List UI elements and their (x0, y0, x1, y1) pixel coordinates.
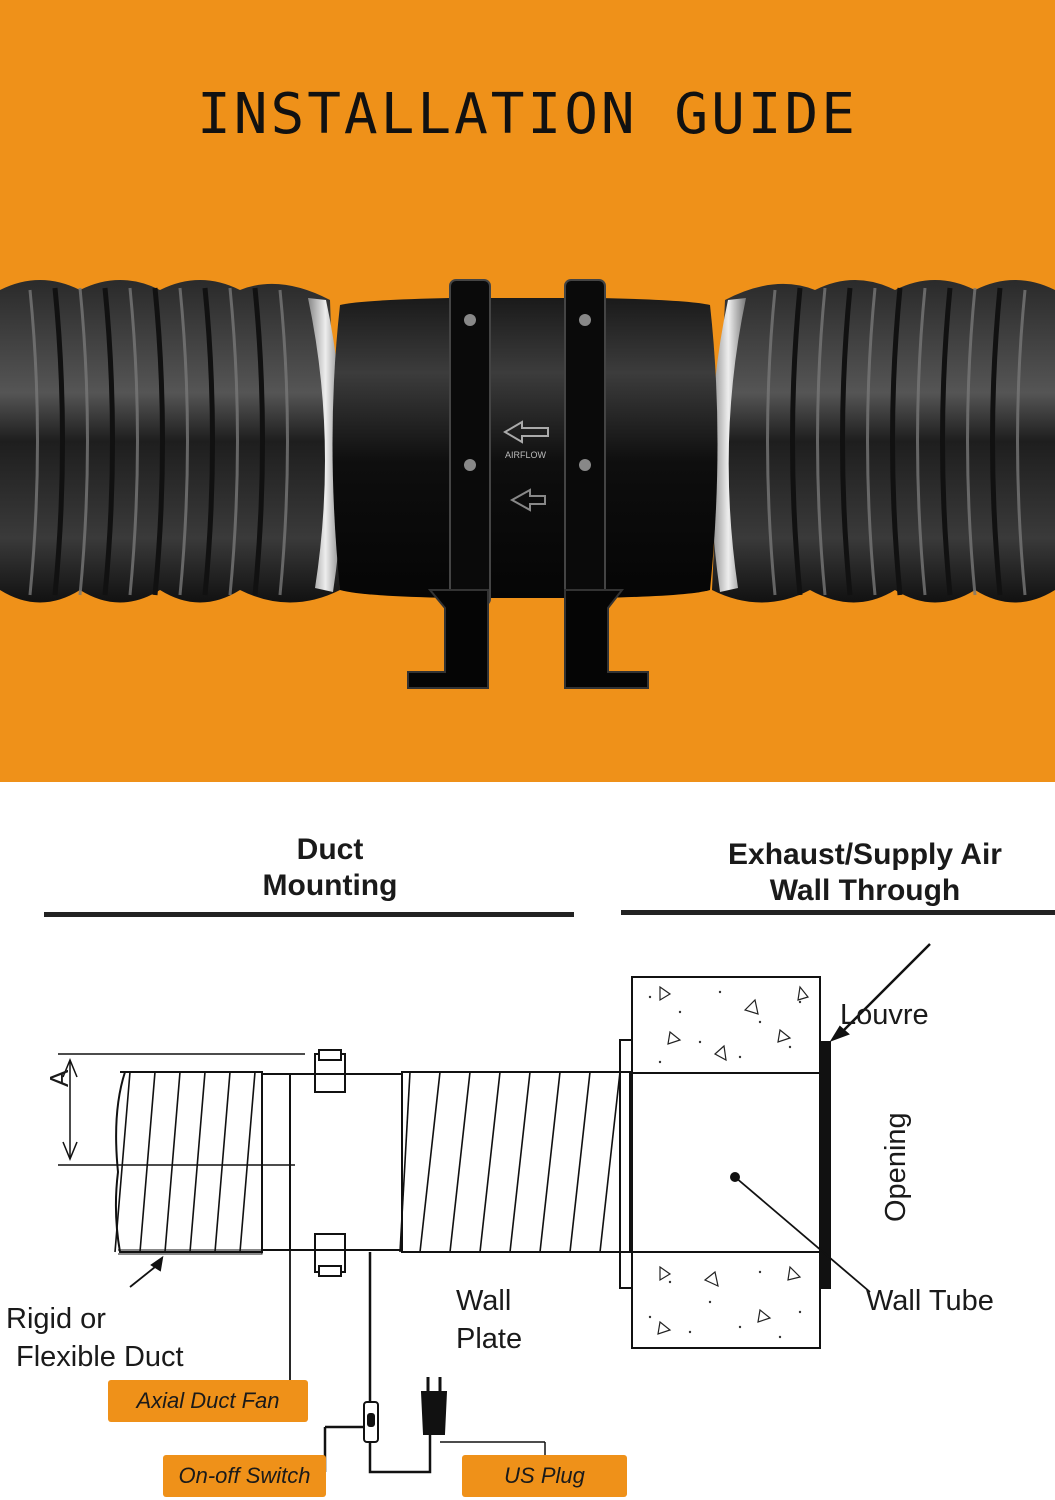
page-title: INSTALLATION GUIDE (197, 82, 858, 147)
left-duct-schematic (114, 1071, 263, 1255)
louvre-pointer (837, 943, 931, 1037)
opening-label: Opening (880, 1112, 912, 1222)
dimension-label: A (44, 1069, 74, 1087)
airflow-text: AIRFLOW (505, 450, 547, 460)
wall-through-rule (621, 910, 1055, 915)
wall-plate-label: Wall Plate (456, 1282, 522, 1358)
louvre-plate (819, 1041, 831, 1289)
duct-pointer (129, 1266, 156, 1288)
hero-banner: INSTALLATION GUIDE (0, 0, 1055, 782)
concrete-triangles (657, 985, 810, 1335)
axial-duct-fan-tag: Axial Duct Fan (108, 1380, 308, 1422)
us-plug-tag: US Plug (462, 1455, 627, 1497)
wall-tube-pointer (734, 1176, 871, 1293)
duct-label-line: Flexible Duct (16, 1341, 184, 1373)
fan-schematic (261, 1049, 403, 1277)
duct-mounting-heading: Duct Mounting (200, 832, 460, 904)
middle-duct-schematic (399, 1071, 631, 1253)
wall-plate-label-line: Wall (456, 1285, 512, 1317)
concrete-texture (648, 990, 802, 1339)
wall-schematic (619, 976, 821, 1349)
axial-duct-fan-body: AIRFLOW (332, 279, 718, 689)
duct-label-line: Rigid or (6, 1303, 106, 1335)
us-plug-shape (420, 1391, 448, 1435)
louvre-label: Louvre (840, 999, 929, 1031)
on-off-switch-tag: On-off Switch (163, 1455, 326, 1497)
duct-schematic (58, 943, 931, 1474)
wall-tube-label: Wall Tube (866, 1285, 994, 1317)
heading-line: Exhaust/Supply Air (728, 838, 1002, 871)
heading-line: Wall Through (769, 874, 961, 907)
duct-label: Rigid or Flexible Duct (6, 1300, 184, 1376)
duct-fan-product-image: AIRFLOW (0, 279, 1055, 689)
heading-line: Mounting (262, 869, 398, 902)
left-flexible-duct (0, 280, 343, 603)
right-flexible-duct (710, 280, 1055, 603)
wall-plate-label-line: Plate (456, 1323, 523, 1355)
installation-diagram: Duct Mounting Exhaust/Supply Air Wall Th… (0, 782, 1055, 1500)
wall-through-heading: Exhaust/Supply Air Wall Through (680, 837, 1050, 909)
heading-line: Duct (296, 833, 364, 866)
duct-mounting-rule (44, 912, 574, 917)
